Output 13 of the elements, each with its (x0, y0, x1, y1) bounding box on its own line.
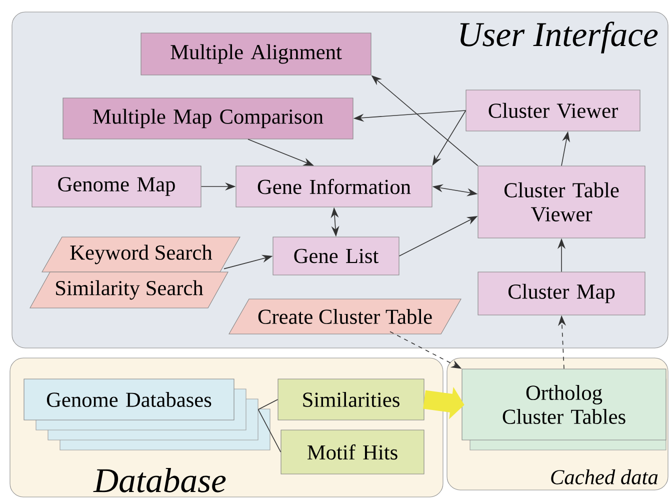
process-box: Cluster Table Viewer (478, 166, 646, 238)
process-box: Genome Map (32, 166, 202, 208)
stacked-box: Genome Databases (24, 378, 270, 450)
input-parallelogram: Create Cluster Table (228, 298, 462, 334)
process-box: Cluster Map (478, 272, 646, 316)
process-box: Cluster Viewer (466, 90, 640, 132)
process-box: Multiple Alignment (140, 32, 372, 76)
process-box: Gene Information (236, 166, 432, 208)
stacked-box: Ortholog Cluster Tables (462, 368, 666, 450)
process-box: Motif Hits (280, 430, 424, 474)
process-box: Similarities (278, 378, 424, 420)
process-box: Gene List (272, 236, 400, 276)
process-box: Multiple Map Comparison (62, 98, 354, 140)
